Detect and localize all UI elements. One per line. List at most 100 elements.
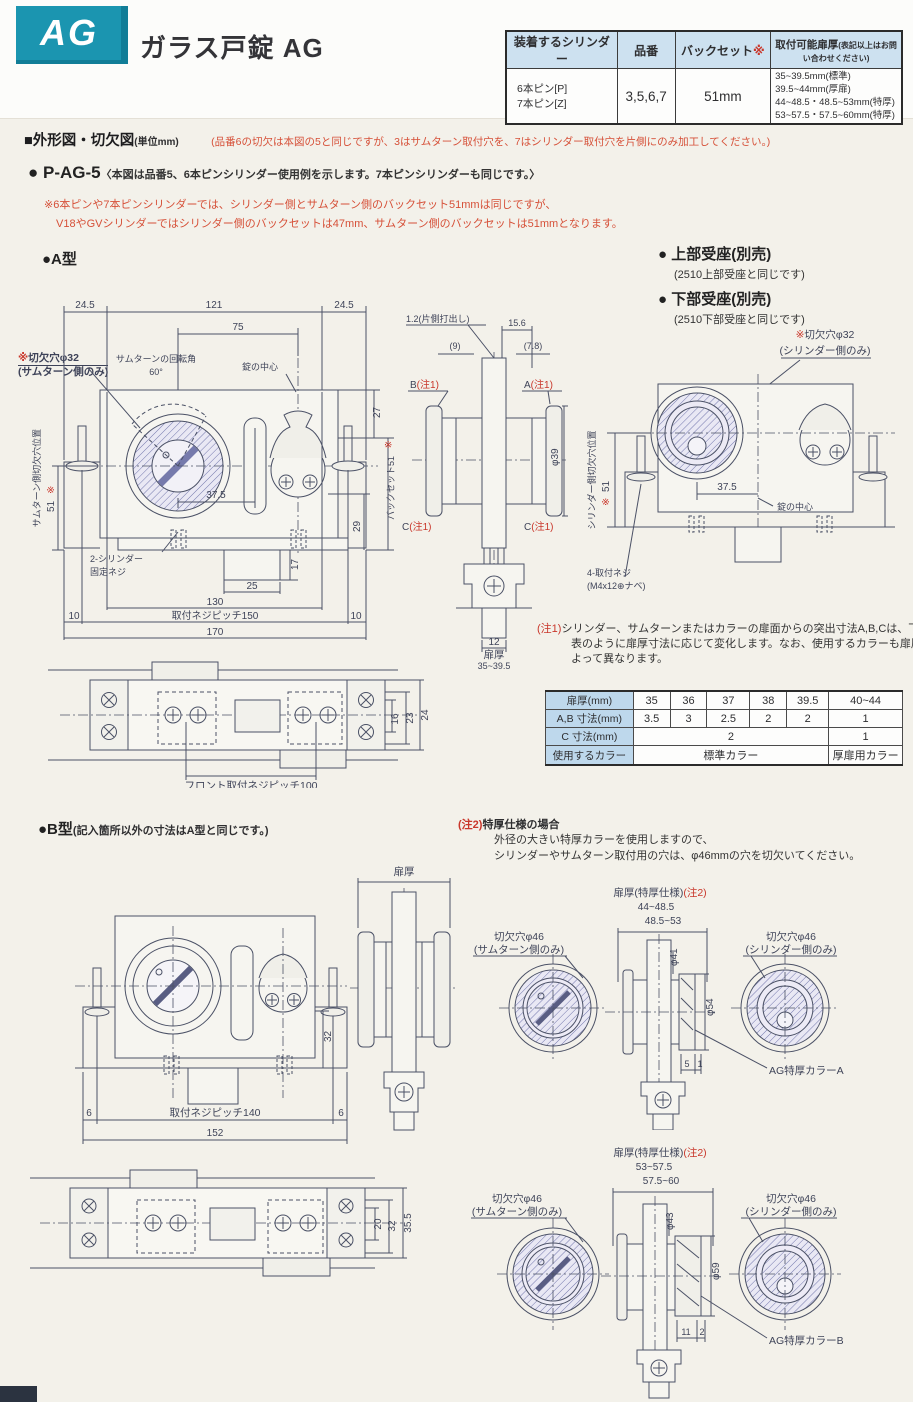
a-front-geometry xyxy=(52,306,394,640)
b-side-geometry xyxy=(350,878,458,1131)
dim-130: 130 xyxy=(207,597,224,608)
dim-17: 17 xyxy=(290,558,301,570)
side-section-drawing: 1.2(片側打出し) 15.6 (9) (7.8) B(注1) A(注1) C(… xyxy=(402,313,568,670)
thick-a-range2: 48.5~53 xyxy=(645,916,682,927)
thick-b-dim-2: 2 xyxy=(699,1327,704,1337)
section-title: ■外形図・切欠図 xyxy=(24,133,135,149)
c-screw-label-1: 4-取付ネジ xyxy=(587,568,631,578)
side-geometry xyxy=(406,324,568,652)
pag5-warning-2: V18やGVシリンダーではシリンダー側のバックセットは47mm、サムターン側のバ… xyxy=(56,218,623,230)
c-cutout-sub: (シリンダー側のみ) xyxy=(780,344,871,357)
b-front-plate-drawing: 20 32 35.5 xyxy=(30,1169,414,1277)
dim-12: 12 xyxy=(488,637,500,648)
thick-b-collar: AG特厚カラーB xyxy=(769,1335,844,1347)
thick-a-right-cut: 切欠穴φ46 xyxy=(766,930,816,943)
thick-b-left-cut: 切欠穴φ46 xyxy=(492,1192,542,1205)
a-cutout-label: ※切欠穴φ32 (サムターン側のみ) xyxy=(18,352,109,378)
thick-spec-a-drawing: 扉厚(特厚仕様)(注2) 44~48.5 48.5~53 切欠穴φ46 (サムタ… xyxy=(473,886,844,1130)
note2-mark: (注2) xyxy=(458,819,483,831)
thick-a-dim-1: 1 xyxy=(697,1059,702,1069)
dim-c-right: C(注1) xyxy=(524,520,553,533)
dim-121: 121 xyxy=(206,300,223,311)
note1-paragraph: (注1)シリンダー、サムターンまたはカラーの扉面からの突出寸法A,B,Cは、下の… xyxy=(537,623,913,665)
c-dim-51: 51 xyxy=(601,480,612,492)
page-edge-bar xyxy=(0,1386,37,1402)
dim-10-left: 10 xyxy=(68,611,80,622)
c-lock-center: 錠の中心 xyxy=(777,501,813,512)
screw-pitch-150: 取付ネジピッチ150 xyxy=(172,609,259,622)
b-screw-pitch: 取付ネジピッチ140 xyxy=(169,1106,260,1119)
thumbturn-angle-value: 60° xyxy=(149,367,163,377)
dim-b-label: B(注1) xyxy=(410,378,439,391)
cylinder-front-geometry xyxy=(607,357,895,578)
dim-51-left-mark: ※ xyxy=(46,486,57,494)
c-dim-37-5: 37.5 xyxy=(717,482,737,493)
backset-51-vertical: バックセット51 xyxy=(386,456,396,520)
thick-b-range2: 57.5~60 xyxy=(643,1176,680,1187)
spec-thickness-cell: 35~39.5mm(標準) 39.5~44mm(厚扉) 44~48.5・48.5… xyxy=(770,68,903,125)
thick-b-dia-outer: φ59 xyxy=(711,1262,722,1280)
c-screw-label-2: (M4x12⊕ナベ) xyxy=(587,581,646,591)
a-plate-geometry xyxy=(48,661,424,780)
thick-a-geometry xyxy=(473,928,839,1130)
thick-b-right-sub: (シリンダー側のみ) xyxy=(746,1205,837,1218)
cylinder-side-front-drawing: ※切欠穴φ32 (シリンダー側のみ) シリンダー側切欠穴位置 51 ※ 37.5… xyxy=(586,328,895,591)
thick-a-dim-5: 5 xyxy=(684,1059,689,1069)
front-screw-pitch: フロント取付ネジピッチ100 xyxy=(184,779,317,788)
backset-mark: ※ xyxy=(384,440,392,451)
dim-c-left: C(注1) xyxy=(402,520,431,533)
thick-b-dim-11: 11 xyxy=(681,1327,690,1337)
b-dim-152: 152 xyxy=(207,1128,224,1139)
thick-a-left-sub: (サムターン側のみ) xyxy=(474,943,564,956)
thick-b-dia-inner: φ43 xyxy=(665,1212,676,1230)
dim-75: 75 xyxy=(232,322,244,333)
ag-logo: AG xyxy=(16,6,128,64)
dim-27: 27 xyxy=(372,406,383,418)
left-vertical-label: サムターン側切欠穴位置 xyxy=(31,429,42,527)
upper-receiver: ● 上部受座(別売) xyxy=(658,246,772,263)
door-thickness-label: 扉厚 xyxy=(484,648,505,661)
dim-37-5: 37.5 xyxy=(206,490,226,501)
dim-10-right: 10 xyxy=(350,611,362,622)
b-dim-32: 32 xyxy=(323,1030,334,1042)
receiver-info: ● 上部受座(別売) (2510上部受座と同じです) ● 下部受座(別売) (2… xyxy=(658,243,805,333)
thick-a-left-cut: 切欠穴φ46 xyxy=(494,930,544,943)
note2-line1: 外径の大きい特厚カラーを使用しますので、 xyxy=(494,834,714,846)
spec-table: 装着するシリンダー 品番 バックセット※ 取付可能扉厚(表記以上はお問い合わせく… xyxy=(505,30,903,125)
cylinder-screw-label-2: 固定ネジ xyxy=(90,566,126,577)
thumbturn-angle-label: サムターンの回転角 xyxy=(116,353,196,364)
spec-cylinder-cell: 6本ピン[P] 7本ピン[Z] xyxy=(505,68,618,125)
strip-dim-24: 24 xyxy=(420,709,431,721)
pag5-name: ● P-AG-5 xyxy=(28,163,101,182)
thick-b-title: 扉厚(特厚仕様)(注2) xyxy=(613,1146,706,1159)
b-strip-dim-20: 20 xyxy=(373,1218,384,1230)
b-type-front-drawing: 32 6 取付ネジピッチ140 6 152 xyxy=(75,915,348,1144)
pag5-heading: ● P-AG-5〈本図は品番5、6本ピンシリンダー使用例を示します。7本ピンシリ… xyxy=(28,163,541,182)
thick-a-right-sub: (シリンダー側のみ) xyxy=(746,943,837,956)
note2-block: (注2)特厚仕様の場合 外径の大きい特厚カラーを使用しますので、 シリンダーやサ… xyxy=(458,816,860,864)
lower-receiver-sub: (2510下部受座と同じです) xyxy=(674,314,805,326)
note2-line2: シリンダーやサムターン取付用の穴は、φ46mmの穴を切欠いてください。 xyxy=(494,850,861,862)
b-strip-dim-35-5: 35.5 xyxy=(403,1213,414,1233)
ag-logo-text: AG xyxy=(40,12,98,53)
lower-receiver: ● 下部受座(別売) xyxy=(658,291,772,308)
thick-spec-b-drawing: 扉厚(特厚仕様)(注2) 53~57.5 57.5~60 切欠穴φ46 (サムタ… xyxy=(471,1146,844,1399)
thick-b-left-sub: (サムターン側のみ) xyxy=(472,1205,562,1218)
thick-b-right-cut: 切欠穴φ46 xyxy=(766,1192,816,1205)
b-dim-6-left: 6 xyxy=(86,1108,92,1119)
dim-29: 29 xyxy=(352,520,363,532)
dim-7-8: (7.8) xyxy=(524,341,543,351)
note2-title: 特厚仕様の場合 xyxy=(482,819,560,831)
dim-51-left: 51 xyxy=(46,500,57,512)
dim-25: 25 xyxy=(246,581,258,592)
page-title: ガラス戸錠 AG xyxy=(140,33,324,63)
b-type-side-drawing: 扉厚 xyxy=(350,865,458,1131)
pag5-warning-1: ※6本ピンや7本ピンシリンダーでは、シリンダー側とサムターン側のバックセット51… xyxy=(44,199,557,211)
door-thickness-1: 35~39.5 xyxy=(478,661,511,670)
b-plate-geometry xyxy=(30,1169,407,1277)
backset-note-mark: ※ xyxy=(753,43,765,58)
